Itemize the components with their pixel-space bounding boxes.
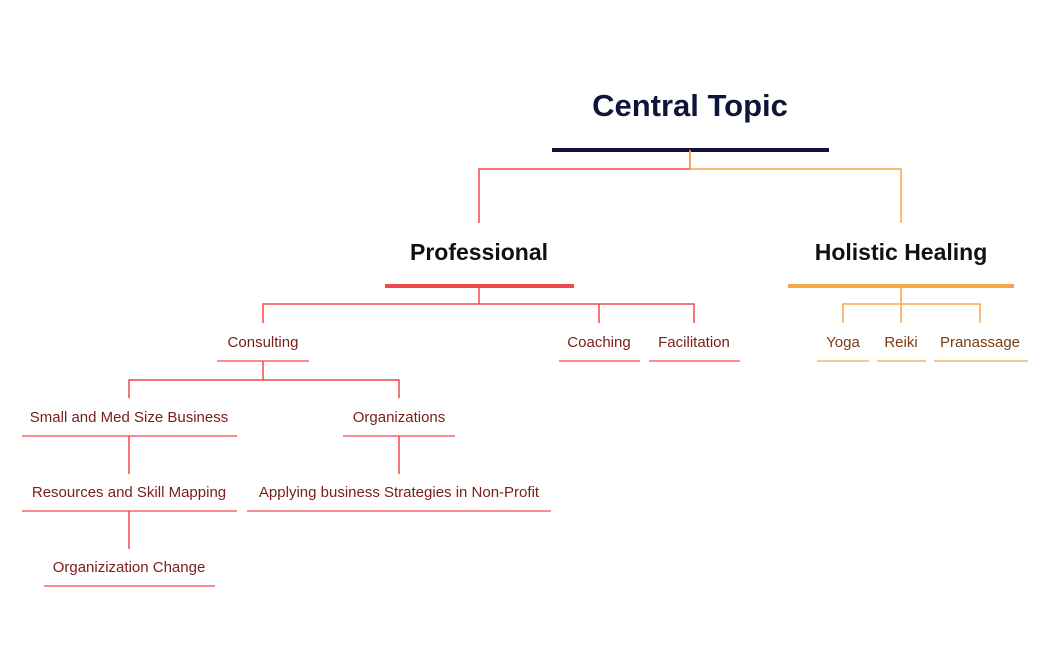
connector-consulting-children	[128, 379, 400, 398]
subtopic-pranassage[interactable]: Pranassage	[939, 334, 1021, 351]
subtopic-facilitation[interactable]: Facilitation	[658, 334, 730, 351]
subtopic-organizations[interactable]: Organizations	[352, 409, 446, 426]
connector-professional-children	[262, 303, 695, 323]
subtopic-coaching[interactable]: Coaching	[567, 334, 631, 351]
subtopic-consulting[interactable]: Consulting	[227, 334, 299, 351]
subtopic-resources-skill-mapping[interactable]: Resources and Skill Mapping	[31, 484, 227, 501]
subtopic-yoga[interactable]: Yoga	[826, 334, 860, 351]
subtopic-organization-change[interactable]: Organizization Change	[52, 559, 206, 576]
connector-holistic-children	[842, 303, 981, 323]
connector-root-holistic	[689, 150, 902, 223]
subtopic-applying-strategies[interactable]: Applying business Strategies in Non-Prof…	[258, 484, 540, 501]
topic-holistic-healing[interactable]: Holistic Healing	[814, 239, 988, 265]
subtopic-small-med-business[interactable]: Small and Med Size Business	[29, 409, 229, 426]
subtopic-reiki[interactable]: Reiki	[884, 334, 918, 351]
connector-root-professional	[478, 150, 691, 223]
central-topic[interactable]: Central Topic	[592, 88, 788, 123]
topic-professional[interactable]: Professional	[409, 239, 549, 265]
